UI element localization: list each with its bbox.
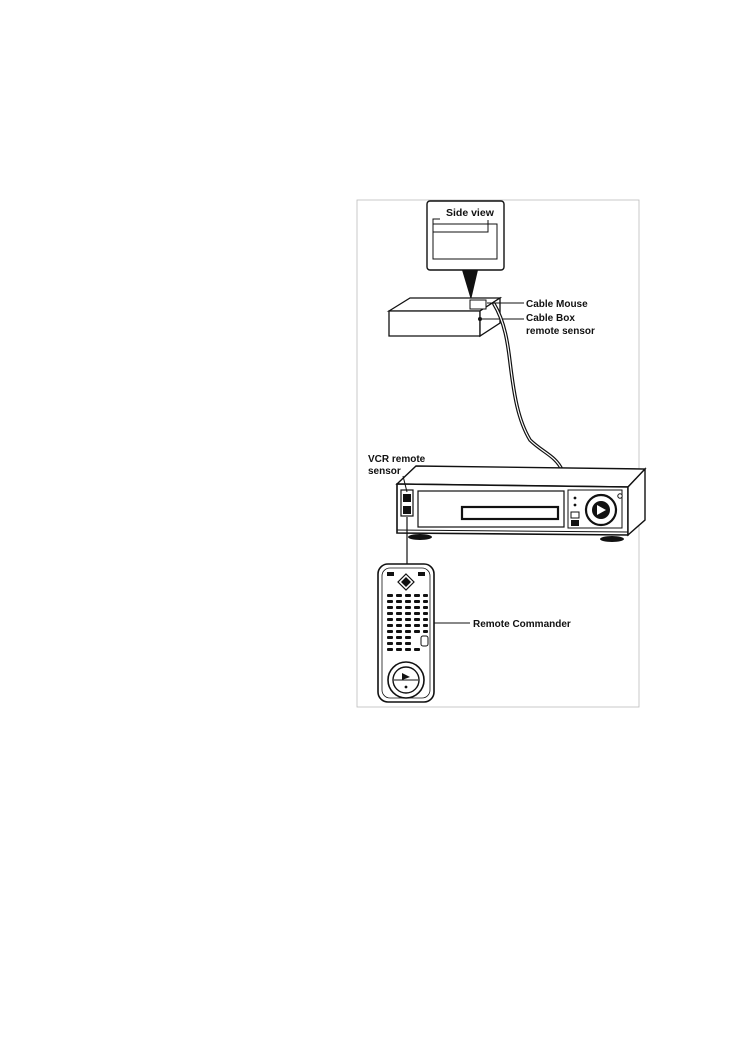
remote-commander [378,564,434,702]
cable-box-sensor-dot [478,317,482,321]
vcr [397,466,645,542]
cable-mouse-device [470,300,486,309]
cable-box-sensor-label-2: remote sensor [526,326,595,337]
cable-box-sensor-label-1: Cable Box [526,313,575,324]
side-view-label: Side view [446,207,495,219]
remote-commander-label: Remote Commander [473,619,571,630]
vcr-sensor-label-2: sensor [368,466,401,477]
vcr-sensor-label-1: VCR remote [368,454,426,465]
cable-box [389,298,500,336]
side-view-callout: Side view [427,201,504,300]
cable-mouse-label: Cable Mouse [526,299,588,310]
cassette-slot [462,507,558,519]
